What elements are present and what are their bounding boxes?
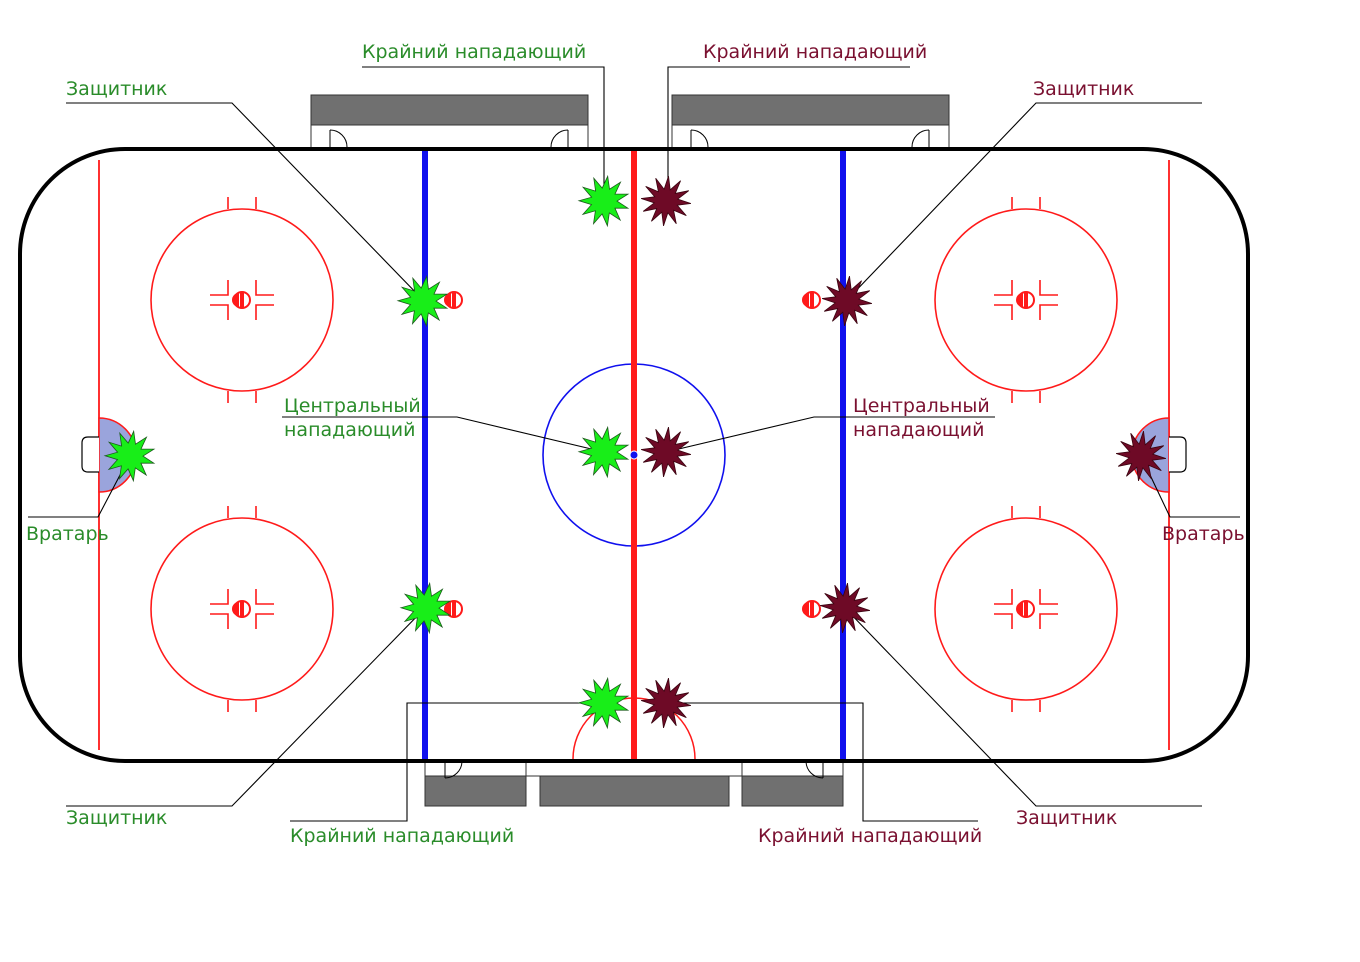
label-green-goalie: Вратарь [26,523,109,545]
player-maroon-goalie [1115,430,1167,482]
label-maroon-goalie: Вратарь [1162,523,1245,545]
goal-net-left [81,436,99,473]
center-faceoff-dot [629,450,639,460]
goal-net-right [1169,436,1187,473]
maroon-team-labels: Крайний нападающий Защитник Центральный … [703,41,1245,847]
player-maroon-wing-bottom [640,677,692,729]
team-bench-top-right [671,94,950,149]
label-green-center-line1: Центральный [284,395,421,417]
label-green-defense-bottom: Защитник [66,807,167,829]
label-green-defense-top: Защитник [66,78,167,100]
player-maroon-defense-bottom [819,582,871,634]
player-green-goalie [103,429,156,483]
player-maroon-defense-top [821,275,873,327]
player-green-wing-bottom [577,676,630,730]
label-maroon-center-line2: нападающий [853,419,985,441]
label-maroon-defense-top: Защитник [1033,78,1134,100]
team-bench-top-left [310,94,589,149]
leader-lines [28,66,1240,822]
label-maroon-wing-bottom: Крайний нападающий [758,825,982,847]
label-green-center-line2: нападающий [284,419,416,441]
green-team-labels: Крайний нападающий Защитник Центральный … [26,41,586,847]
label-maroon-wing-top: Крайний нападающий [703,41,927,63]
player-green-wing-top [577,174,630,228]
player-maroon-wing-top [640,175,692,227]
player-green-center [577,425,630,479]
label-green-wing-top: Крайний нападающий [362,41,586,63]
player-maroon-center [640,426,692,478]
label-green-wing-bottom: Крайний нападающий [290,825,514,847]
player-green-defense-bottom [399,581,452,635]
label-maroon-defense-bottom: Защитник [1016,807,1117,829]
player-green-defense-top [396,274,449,328]
penalty-box-area [424,760,844,807]
label-maroon-center-line1: Центральный [853,395,990,417]
